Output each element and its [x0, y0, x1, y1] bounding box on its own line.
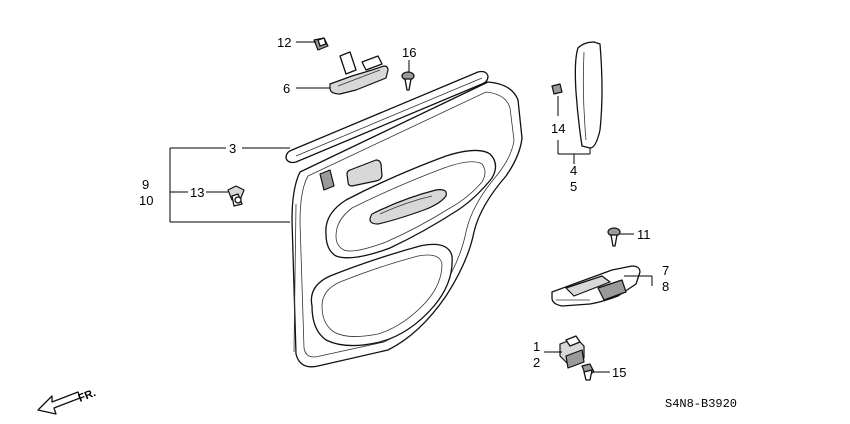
callout-8: 8 [662, 279, 669, 294]
callout-11: 11 [637, 227, 651, 242]
clip-part-13 [227, 185, 245, 207]
callout-3: 3 [229, 141, 236, 156]
screw-part-16 [401, 71, 415, 91]
diagram-code: S4N8-B3920 [665, 397, 737, 411]
front-direction-arrow: FR. [37, 387, 98, 415]
callout-9: 9 [142, 177, 149, 192]
corner-garnish-part [551, 41, 603, 149]
callout-5: 5 [570, 179, 577, 194]
clip-part-12 [313, 37, 329, 51]
callout-13: 13 [190, 185, 204, 200]
callout-10: 10 [139, 193, 153, 208]
screw-part-11 [607, 227, 621, 247]
callout-14: 14 [551, 121, 565, 136]
switch-panel-part [551, 265, 641, 307]
callout-16: 16 [402, 45, 416, 60]
callout-labels: 12 6 16 3 9 10 13 14 4 5 11 7 8 1 2 15 [139, 35, 669, 380]
direction-label: FR. [77, 387, 98, 405]
window-switch-part [559, 335, 585, 369]
clip-part-15 [581, 363, 595, 381]
callout-4: 4 [570, 163, 577, 178]
callout-12: 12 [277, 35, 291, 50]
callout-1: 1 [533, 339, 540, 354]
callout-7: 7 [662, 263, 669, 278]
callout-2: 2 [533, 355, 540, 370]
callout-15: 15 [612, 365, 626, 380]
leader-lines [169, 41, 653, 373]
callout-6: 6 [283, 81, 290, 96]
sash-bracket-part [329, 51, 389, 95]
door-lining-panel [285, 70, 523, 368]
